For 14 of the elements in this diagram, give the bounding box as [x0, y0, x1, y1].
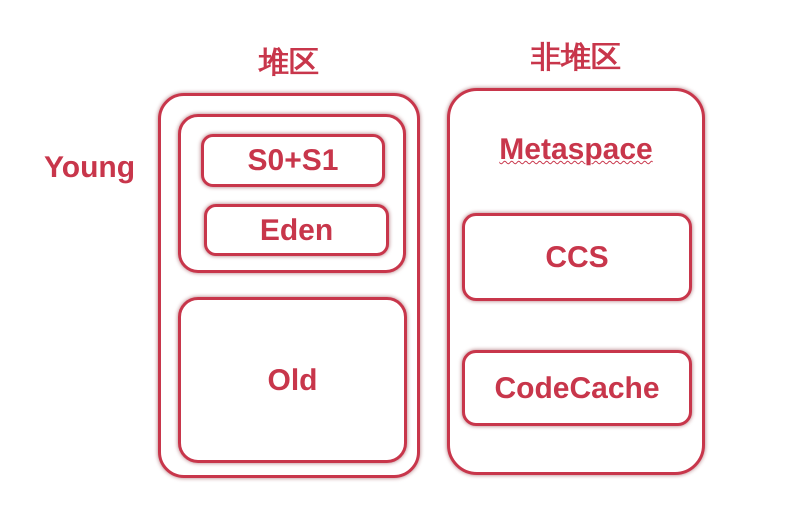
area-label: Eden — [260, 212, 334, 248]
memory-area-box — [204, 204, 389, 256]
area-label: CCS — [545, 240, 609, 276]
region-heading: 非堆区 — [531, 40, 621, 76]
area-label: S0+S1 — [248, 143, 338, 179]
area-label: Old — [268, 362, 318, 398]
area-label: Metaspace — [499, 132, 653, 168]
memory-area-box — [201, 134, 385, 187]
memory-area-box — [462, 350, 692, 426]
area-label: CodeCache — [494, 370, 660, 406]
memory-area-box — [178, 297, 407, 463]
region-heading: 堆区 — [259, 45, 319, 81]
memory-area-box — [462, 213, 692, 301]
generation-label: Young — [44, 150, 136, 186]
